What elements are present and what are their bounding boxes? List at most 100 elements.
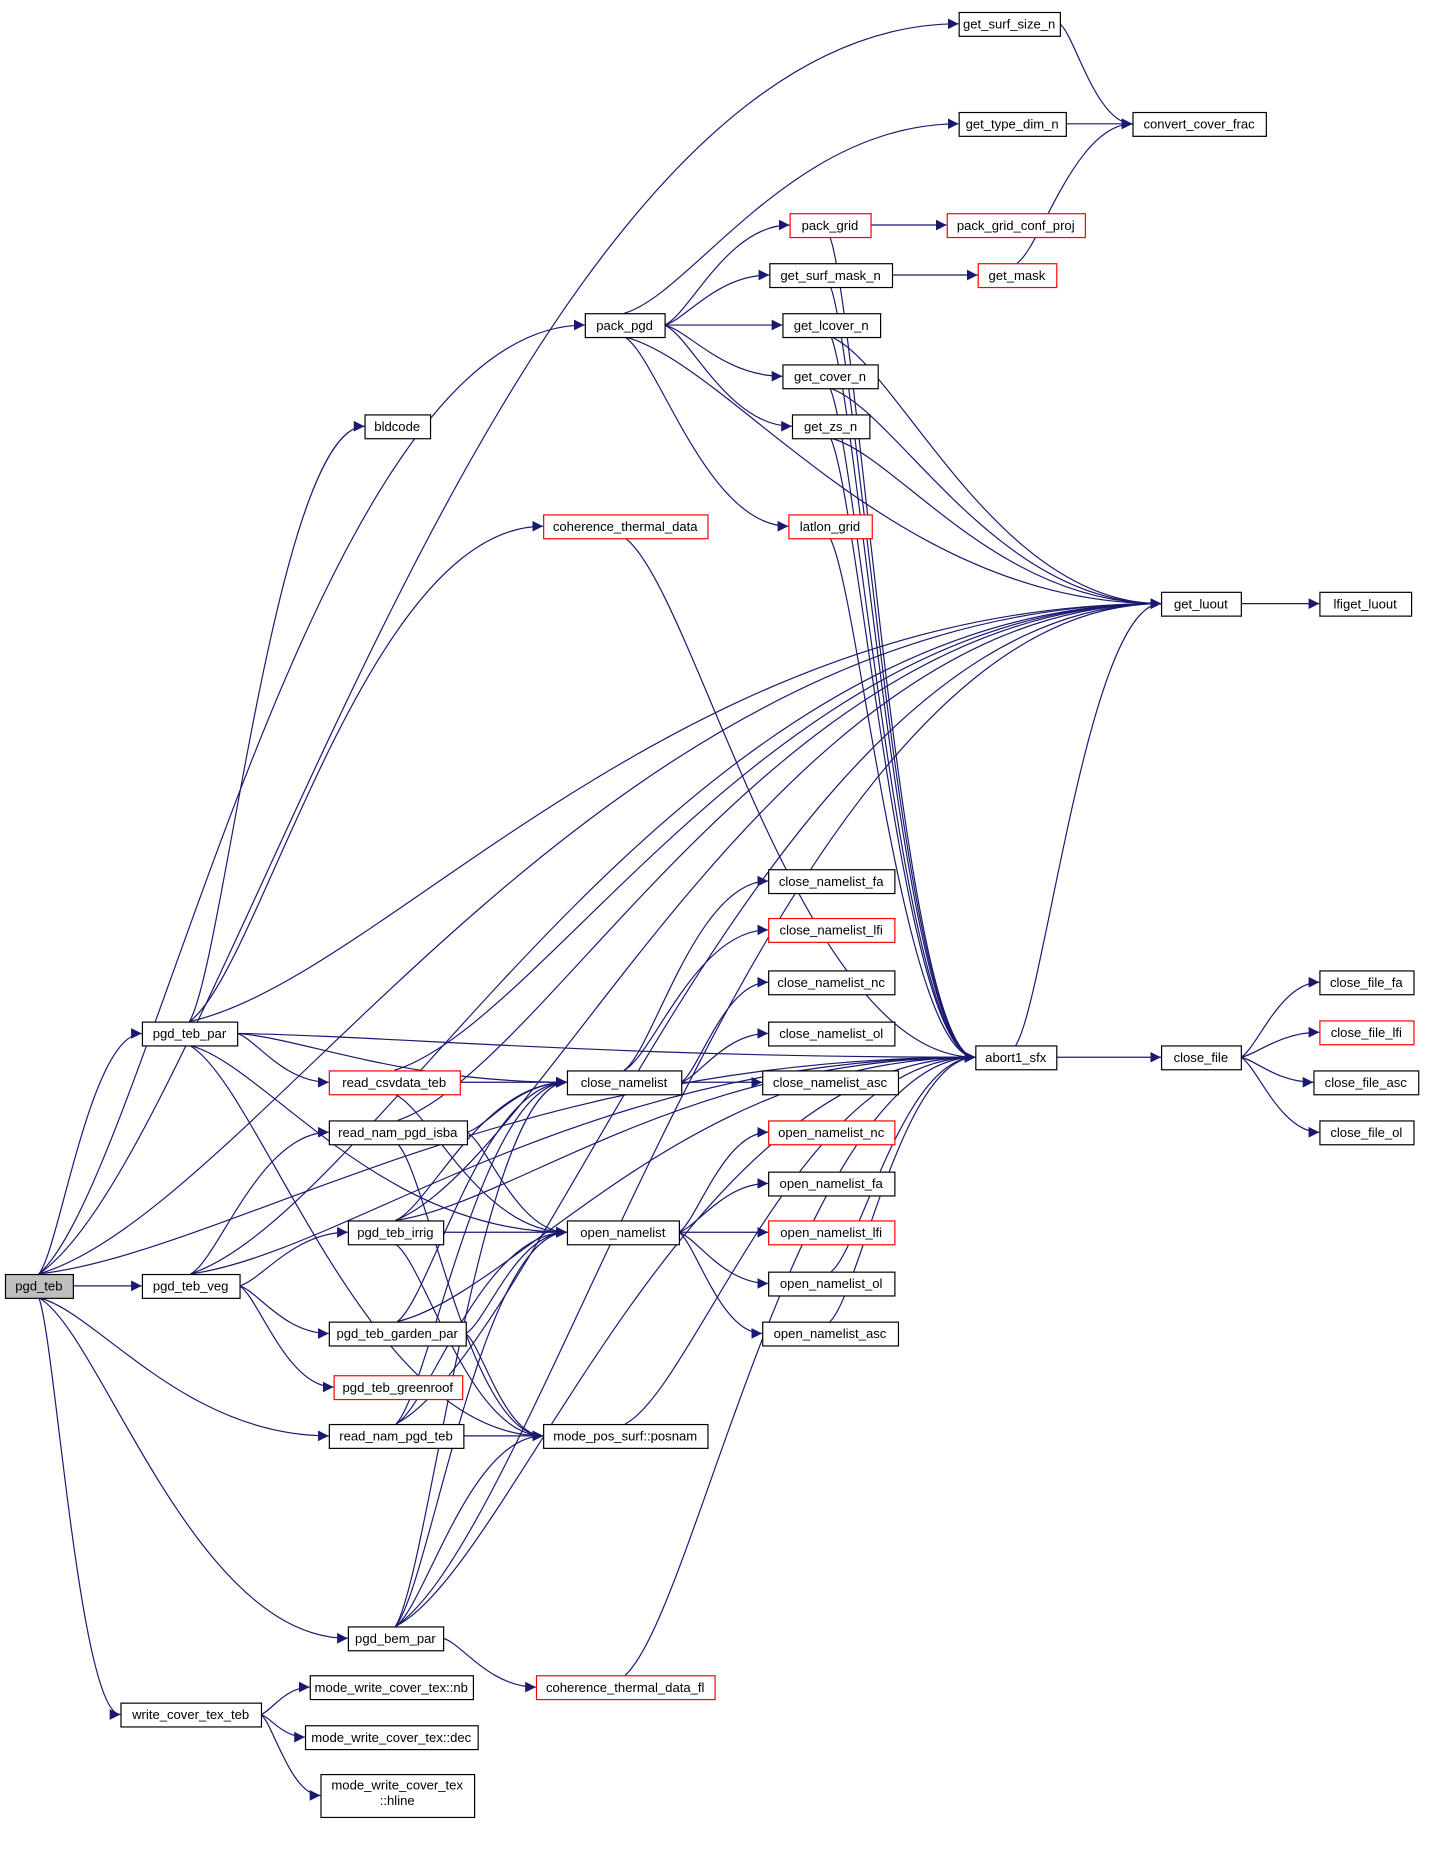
node-close-namelist-lfi[interactable]: close_namelist_lfi	[768, 917, 896, 943]
node-pgd-teb-garden-par[interactable]: pgd_teb_garden_par	[328, 1321, 467, 1347]
edge-pgd_teb-to-pgd_teb_par	[38, 1028, 142, 1275]
node-label: open_namelist_lfi	[780, 1225, 882, 1240]
edge-pgd_bem_par-to-get_luout	[395, 598, 1161, 1627]
node-get-zs-n[interactable]: get_zs_n	[791, 414, 871, 440]
node-label: coherence_thermal_data_fl	[546, 1680, 705, 1695]
node-label: open_namelist	[580, 1225, 665, 1240]
node-label: close_file_lfi	[1331, 1025, 1402, 1040]
edge-get_zs_n-to-abort1_sfx	[830, 437, 976, 1063]
node-close-namelist-fa[interactable]: close_namelist_fa	[768, 869, 896, 895]
node-label: mode_write_cover_tex::nb	[315, 1680, 468, 1695]
node-pack-grid-conf-proj[interactable]: pack_grid_conf_proj	[946, 213, 1086, 239]
edge-open_namelist-to-open_namelist_ol	[678, 1231, 769, 1289]
node-close-file[interactable]: close_file	[1160, 1045, 1242, 1071]
node-box	[347, 1626, 445, 1652]
node-label: mode_pos_surf::posnam	[553, 1429, 697, 1444]
node-close-namelist-asc[interactable]: close_namelist_asc	[762, 1070, 900, 1096]
edge-read_nam_pgd_isba-to-posnam	[397, 1143, 544, 1442]
node-label: latlon_grid	[800, 519, 860, 534]
node-box	[782, 313, 882, 339]
node-close-namelist[interactable]: close_namelist	[566, 1070, 683, 1096]
node-box	[333, 1375, 464, 1401]
edge-close_file-to-close_file_ol	[1240, 1056, 1320, 1138]
edge-get_lcover_n-to-abort1_sfx	[830, 336, 976, 1063]
node-open-namelist[interactable]: open_namelist	[566, 1220, 680, 1246]
node-label: get_luout	[1174, 596, 1228, 611]
node-close-file-fa[interactable]: close_file_fa	[1319, 970, 1415, 996]
node-get-surf-size-n[interactable]: get_surf_size_n	[958, 11, 1061, 37]
node-bldcode[interactable]: bldcode	[364, 414, 432, 440]
node-get-luout[interactable]: get_luout	[1160, 591, 1242, 617]
edge-get_cover_n-to-get_luout	[829, 387, 1161, 609]
edge-pgd_teb-to-get_luout	[38, 598, 1161, 1275]
edge-pgd_teb_veg-to-pgd_teb_irrig	[239, 1226, 348, 1287]
edge-pgd_teb_veg-to-read_nam_pgd_isba	[190, 1126, 329, 1275]
node-pgd-teb-par[interactable]: pgd_teb_par	[141, 1021, 239, 1047]
node-get-type-dim-n[interactable]: get_type_dim_n	[958, 111, 1067, 137]
node-open-namelist-asc[interactable]: open_namelist_asc	[762, 1321, 900, 1347]
node-coherence-thermal-data-fl[interactable]: coherence_thermal_data_fl	[535, 1675, 716, 1701]
node-close-file-asc[interactable]: close_file_asc	[1313, 1070, 1420, 1096]
edge-pgd_teb_garden_par-to-close_namelist	[396, 1076, 567, 1323]
node-open-namelist-ol[interactable]: open_namelist_ol	[768, 1271, 896, 1297]
node-pgd-bem-par[interactable]: pgd_bem_par	[347, 1626, 445, 1652]
node-label: abort1_sfx	[985, 1050, 1047, 1065]
node-box	[566, 1070, 683, 1096]
node-box	[4, 1273, 74, 1299]
node-label: close_namelist_lfi	[780, 923, 883, 938]
edge-pgd_teb_par-to-open_namelist	[189, 1044, 567, 1238]
edge-pgd_teb_irrig-to-posnam	[395, 1243, 544, 1442]
node-pgd-teb-veg[interactable]: pgd_teb_veg	[141, 1273, 241, 1299]
node-close-file-lfi[interactable]: close_file_lfi	[1319, 1020, 1415, 1046]
node-read-csvdata-teb[interactable]: read_csvdata_teb	[328, 1070, 461, 1096]
edge-get_mask-to-convert_cover_frac	[1016, 118, 1133, 264]
node-read-nam-pgd-isba[interactable]: read_nam_pgd_isba	[328, 1120, 469, 1146]
node-close-namelist-ol[interactable]: close_namelist_ol	[768, 1021, 896, 1047]
node-abort1-sfx[interactable]: abort1_sfx	[975, 1045, 1058, 1071]
node-box	[768, 970, 896, 996]
edge-get_lcover_n-to-get_luout	[830, 336, 1161, 609]
node-posnam[interactable]: mode_pos_surf::posnam	[543, 1423, 709, 1449]
edge-open_namelist-to-open_namelist_asc	[678, 1231, 763, 1339]
node-mwct-dec[interactable]: mode_write_cover_tex::dec	[304, 1725, 479, 1751]
node-label: pgd_teb_greenroof	[343, 1380, 454, 1395]
node-open-namelist-nc[interactable]: open_namelist_nc	[768, 1120, 896, 1146]
node-label: get_cover_n	[794, 369, 866, 384]
node-box	[1160, 591, 1242, 617]
node-label: coherence_thermal_data	[553, 519, 698, 534]
node-write-cover-tex-teb[interactable]: write_cover_tex_teb	[120, 1702, 263, 1728]
node-box	[958, 111, 1067, 137]
edge-pgd_bem_par-to-coherence_thermal_data_fl	[442, 1637, 536, 1693]
node-box	[1319, 591, 1413, 617]
node-latlon-grid[interactable]: latlon_grid	[788, 514, 873, 540]
node-read-nam-pgd-teb[interactable]: read_nam_pgd_teb	[328, 1423, 465, 1449]
node-label: pgd_teb_veg	[153, 1279, 229, 1294]
node-pgd-teb[interactable]: pgd_teb	[4, 1273, 74, 1299]
edge-pack_pgd-to-get_type_dim_n	[624, 118, 959, 314]
node-label: bldcode	[374, 419, 420, 434]
node-close-file-ol[interactable]: close_file_ol	[1319, 1120, 1415, 1146]
edge-pack_pgd-to-get_luout	[624, 336, 1161, 609]
node-label: close_file_fa	[1330, 975, 1403, 990]
node-open-namelist-lfi[interactable]: open_namelist_lfi	[768, 1220, 896, 1246]
node-lfiget-luout[interactable]: lfiget_luout	[1319, 591, 1413, 617]
node-convert-cover-frac[interactable]: convert_cover_frac	[1132, 111, 1267, 137]
node-pgd-teb-greenroof[interactable]: pgd_teb_greenroof	[333, 1375, 464, 1401]
node-get-surf-mask-n[interactable]: get_surf_mask_n	[769, 263, 894, 289]
node-get-mask[interactable]: get_mask	[977, 263, 1058, 289]
node-get-cover-n[interactable]: get_cover_n	[782, 364, 879, 390]
node-box	[328, 1120, 469, 1146]
node-label: pgd_teb	[15, 1279, 62, 1294]
node-close-namelist-nc[interactable]: close_namelist_nc	[768, 970, 896, 996]
nodes: pgd_teb pgd_teb_par pgd_teb_veg write_cover…	[4, 11, 1420, 1819]
node-pgd-teb-irrig[interactable]: pgd_teb_irrig	[347, 1220, 445, 1246]
node-coherence-thermal-data[interactable]: coherence_thermal_data	[543, 514, 709, 540]
node-box	[309, 1675, 474, 1701]
node-get-lcover-n[interactable]: get_lcover_n	[782, 313, 882, 339]
node-mwct-hline[interactable]: mode_write_cover_tex::hline	[320, 1773, 476, 1819]
node-open-namelist-fa[interactable]: open_namelist_fa	[768, 1171, 896, 1197]
node-pack-pgd[interactable]: pack_pgd	[584, 313, 666, 339]
node-mwct-nb[interactable]: mode_write_cover_tex::nb	[309, 1675, 474, 1701]
node-pack-grid[interactable]: pack_grid	[789, 213, 872, 239]
